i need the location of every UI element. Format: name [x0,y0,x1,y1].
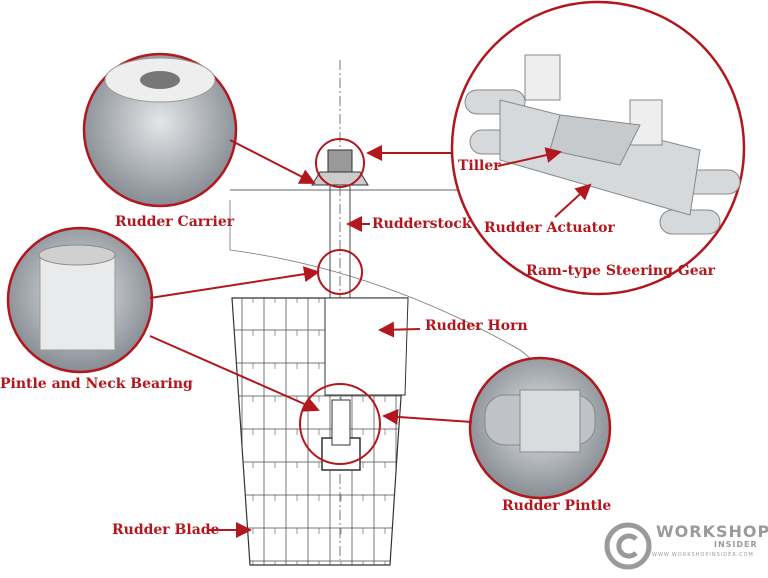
label-rudder-horn: Rudder Horn [425,318,528,334]
watermark-brand: WORKSHOP [656,522,768,541]
copyright-icon [604,522,652,570]
bearing-arrow-top [149,266,320,299]
label-rudder-carrier: Rudder Carrier [115,214,235,230]
label-rudderstock: Rudderstock [372,216,472,232]
steering-gear-machine [464,54,741,235]
rudder-horn [324,297,409,396]
pintle-detail-circle [299,383,381,465]
carrier-detail-circle [315,138,365,188]
bearing-arrow-bottom [149,335,320,412]
tiller-arrow [497,147,562,167]
actuator-arrow [554,183,592,218]
label-rudder-actuator: Rudder Actuator [484,220,615,236]
horn-arrow [378,321,421,338]
pintle-arrow [382,408,473,425]
label-rudder-pintle: Rudder Pintle [502,498,612,514]
carrier-arrow [229,139,316,184]
watermark-logo: WORKSHOP INSIDER WWW.WORKSHOPINSIDER.COM [604,520,768,572]
watermark-url: WWW.WORKSHOPINSIDER.COM [652,552,754,558]
label-tiller: Tiller [458,158,501,174]
label-rudder-blade: Rudder Blade [112,522,220,538]
watermark-sub: INSIDER [714,540,758,549]
label-pintle-neck-bearing: Pintle and Neck Bearing [0,376,193,392]
label-steering-gear: Ram-type Steering Gear [526,263,716,279]
